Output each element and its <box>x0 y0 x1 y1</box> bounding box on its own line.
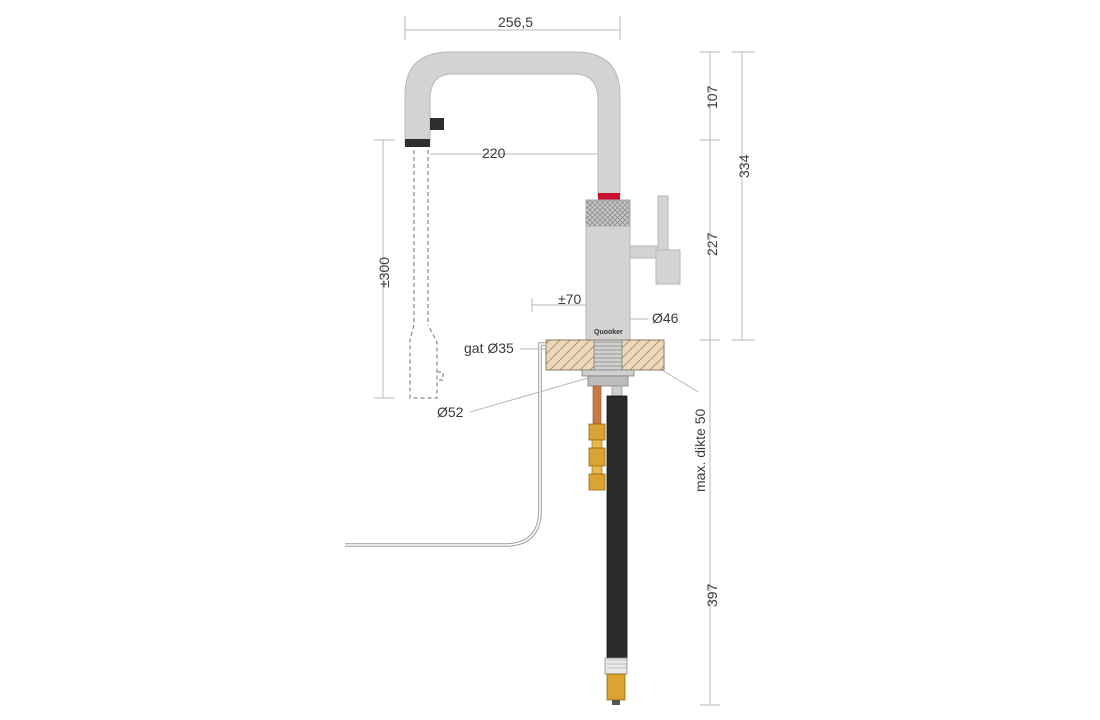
label-spout-height: 107 <box>704 85 720 109</box>
spout <box>404 51 621 200</box>
label-pullout-height: ±300 <box>376 257 392 288</box>
label-total-height: 334 <box>736 154 752 178</box>
supply-connections <box>345 342 628 705</box>
flex-hose <box>606 395 628 659</box>
threaded-shank <box>593 339 623 371</box>
knurled-ring <box>585 199 631 227</box>
pullout-hose-ghost <box>409 150 444 399</box>
mounting-nut <box>581 369 635 387</box>
handle-lever <box>655 249 681 285</box>
tap-body: Quooker <box>585 195 681 341</box>
label-hose-length: 397 <box>704 583 720 607</box>
label-base-ring: Ø52 <box>437 404 464 420</box>
label-body-offset: ±70 <box>558 291 581 307</box>
red-ring <box>598 193 620 200</box>
label-body-diameter: Ø46 <box>652 310 679 326</box>
label-max-thickness: max. dikte 50 <box>692 409 708 492</box>
dimension-labels: 256,5 220 107 334 227 ±300 ±70 Ø46 gat Ø… <box>376 14 752 607</box>
label-spout-reach: 256,5 <box>498 14 533 30</box>
label-inner-reach: 220 <box>482 145 506 161</box>
label-hole: gat Ø35 <box>464 340 514 356</box>
label-body-height: 227 <box>704 232 720 256</box>
countertop <box>545 339 665 371</box>
brand-logo: Quooker <box>594 329 623 336</box>
copper-pipe <box>592 385 602 425</box>
